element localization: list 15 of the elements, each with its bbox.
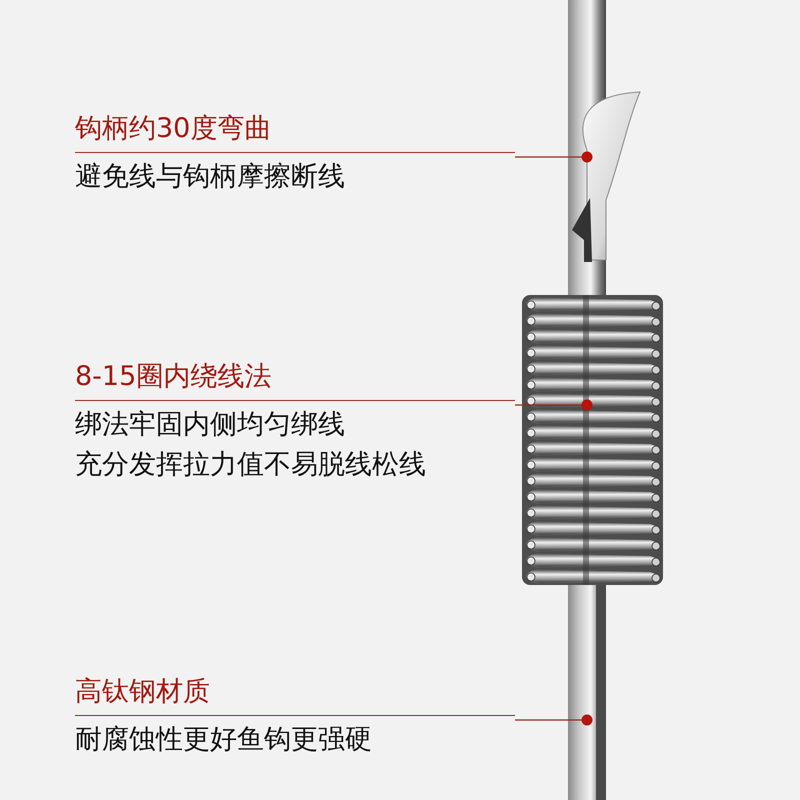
node-box xyxy=(75,400,515,401)
callout-text: 避免线与钩柄摩擦断线 xyxy=(75,160,345,194)
leader-line xyxy=(515,714,592,726)
callout-heading: 钩柄约30度弯曲 xyxy=(75,112,272,146)
node-box xyxy=(75,715,515,716)
bent-hook-shank xyxy=(572,92,640,262)
callout-heading: 高钛钢材质 xyxy=(75,675,210,709)
thread-winding xyxy=(522,295,663,585)
callout-text: 绑法牢固内侧均匀绑线 xyxy=(75,408,345,442)
node-box xyxy=(75,152,515,153)
callout-heading: 8-15圈内绕线法 xyxy=(75,360,272,394)
leader-line xyxy=(515,152,592,162)
leader-line xyxy=(515,400,592,410)
callout-text: 充分发挥拉力值不易脱线松线 xyxy=(75,448,426,482)
callout-text: 耐腐蚀性更好鱼钩更强硬 xyxy=(75,723,372,757)
